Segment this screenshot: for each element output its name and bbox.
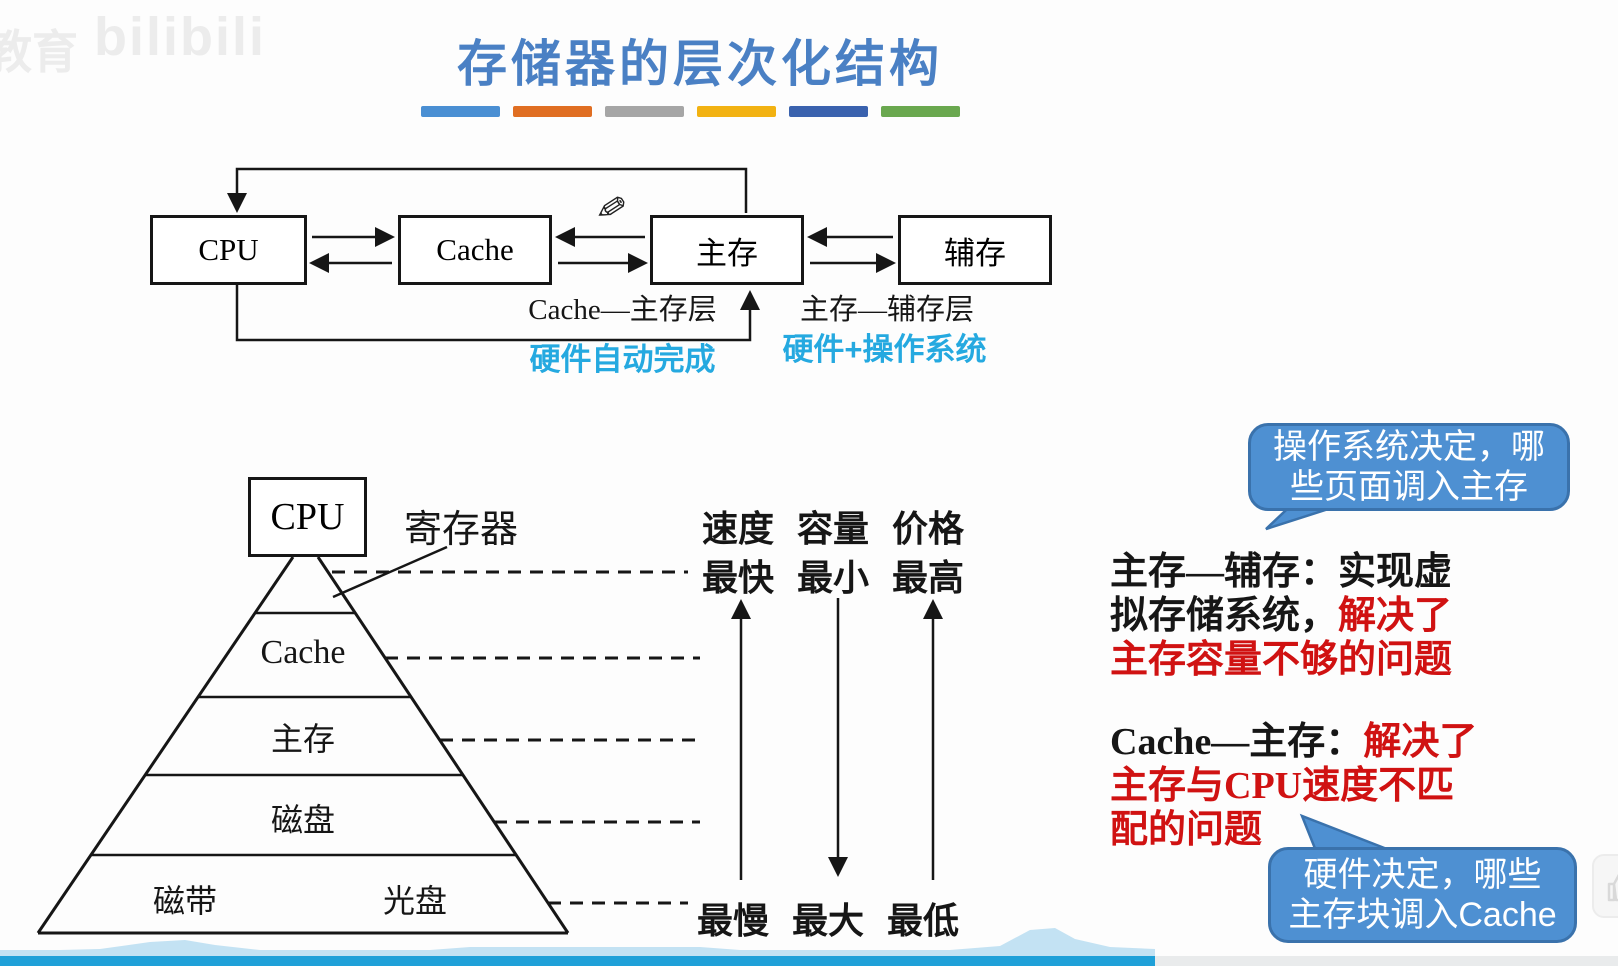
pyramid-cpu-box: CPU	[248, 477, 367, 557]
like-button[interactable]	[1592, 854, 1618, 918]
metric-speed-header: 速度	[701, 509, 774, 549]
metric-price-top: 最高	[891, 558, 964, 598]
metric-capacity-top: 最小	[796, 558, 869, 598]
underline-bar	[421, 106, 500, 117]
main-aux-note-line2-red: 解决了	[1338, 595, 1453, 637]
video-progress-track[interactable]	[0, 956, 1618, 966]
pyramid-level-main-memory: 主存	[270, 721, 335, 757]
flow-box-cpu-label: CPU	[198, 232, 259, 267]
cache-main-layer-label: Cache—主存层	[528, 294, 717, 326]
pyramid-level-disk: 磁盘	[270, 802, 335, 838]
pyramid-base-optical: 光盘	[382, 883, 447, 919]
cache-main-note-line1-black: Cache—主存：	[1110, 721, 1364, 763]
flow-box-cpu: CPU	[150, 215, 307, 285]
video-progress-fill[interactable]	[0, 956, 1156, 966]
metric-capacity-header: 容量	[796, 509, 869, 549]
flow-box-main-memory: 主存	[650, 215, 804, 285]
underline-bar	[513, 106, 592, 117]
underline-bar	[697, 106, 776, 117]
hardware-decides-line2: 主存块调入Cache	[1288, 896, 1557, 934]
flow-box-aux-memory-label: 辅存	[944, 235, 1006, 271]
page-title: 存储器的层次化结构	[457, 36, 943, 92]
hardware-decides-line1: 硬件决定，哪些	[1303, 856, 1542, 894]
hardware-auto-note: 硬件自动完成	[529, 342, 716, 377]
metric-speed-top: 最快	[701, 558, 774, 598]
register-label: 寄存器	[404, 509, 519, 551]
underline-bar	[881, 106, 960, 117]
os-decides-line1: 操作系统决定，哪	[1273, 428, 1545, 466]
pyramid-base-tape: 磁带	[152, 883, 217, 919]
thumbs-up-icon	[1607, 874, 1618, 902]
cache-main-note-line1: Cache—主存：解决了	[1110, 710, 1477, 765]
flow-box-aux-memory: 辅存	[898, 215, 1052, 285]
pyramid-cpu-label: CPU	[270, 496, 345, 538]
main-aux-note-line3: 主存容量不够的问题	[1110, 639, 1453, 681]
pyramid-level-cache: Cache	[260, 634, 346, 671]
hardware-os-note: 硬件+操作系统	[782, 332, 987, 367]
main-aux-note-line2: 拟存储系统，解决了	[1110, 584, 1452, 639]
watermark-cjk: 教育	[0, 26, 78, 78]
underline-bar	[605, 106, 684, 117]
bilibili-logo: bilibili	[94, 7, 266, 67]
metric-speed-bottom: 最慢	[696, 901, 769, 941]
main-aux-note-line1: 主存—辅存：实现虚	[1110, 551, 1453, 593]
underline-bar	[789, 106, 868, 117]
hardware-decides-bubble: 硬件决定，哪些 主存块调入Cache	[1268, 847, 1577, 943]
cache-main-note-line1-red: 解决了	[1363, 721, 1478, 763]
cache-main-note-line3: 配的问题	[1110, 809, 1263, 851]
flow-box-main-memory-label: 主存	[696, 235, 758, 271]
metric-price-bottom: 最低	[886, 901, 959, 941]
metric-price-header: 价格	[891, 509, 964, 549]
metric-capacity-bottom: 最大	[791, 901, 864, 941]
os-decides-bubble: 操作系统决定，哪 些页面调入主存	[1248, 423, 1570, 511]
os-decides-line2: 些页面调入主存	[1290, 468, 1528, 506]
flow-box-cache-label: Cache	[436, 232, 514, 267]
cache-main-note-line2: 主存与CPU速度不匹	[1110, 765, 1455, 807]
main-aux-note-line2-black: 拟存储系统，	[1110, 595, 1339, 637]
main-aux-layer-label: 主存—辅存层	[799, 294, 974, 326]
flow-box-cache: Cache	[398, 215, 552, 285]
